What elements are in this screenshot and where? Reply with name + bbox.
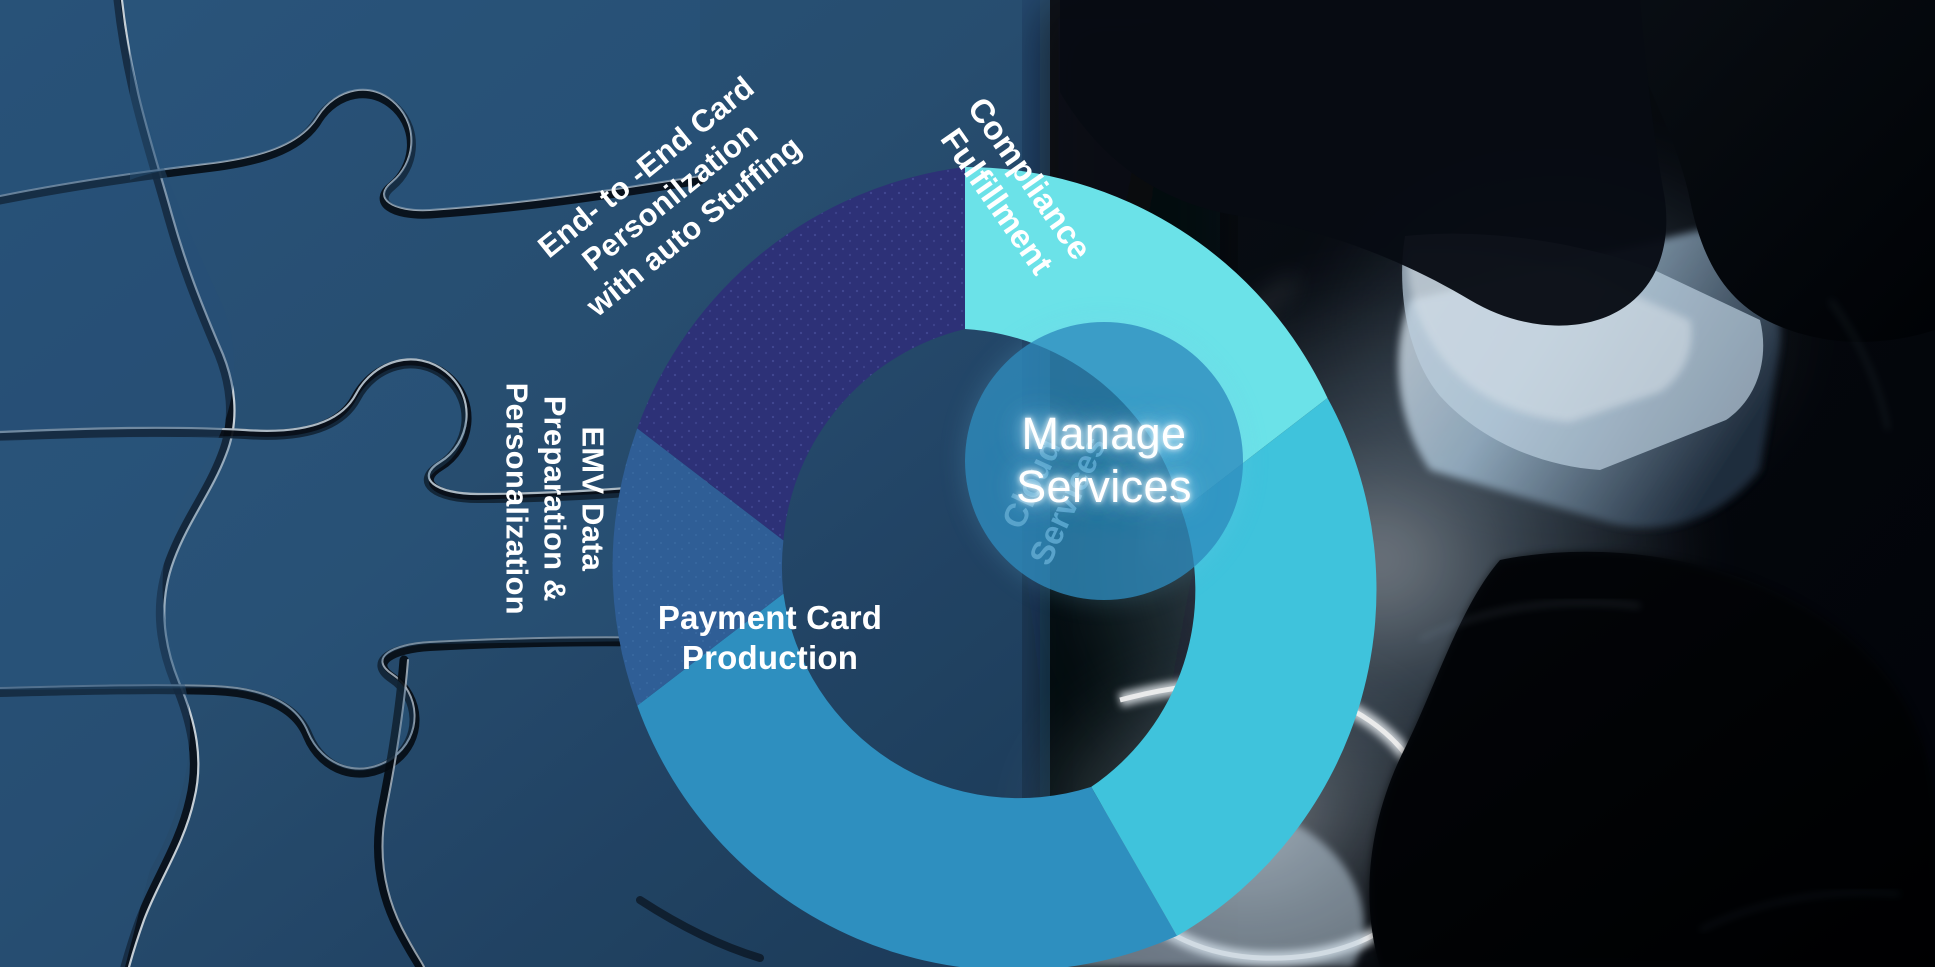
manage-services-donut-diagram: End- to -End Card Personilzation with au…	[420, 22, 1510, 967]
center-hub-line2: Services	[1016, 461, 1192, 512]
segment-emv-data-preparation[interactable]	[612, 428, 784, 706]
segment-cloud-services[interactable]	[1091, 398, 1377, 936]
segment-payment-card-production[interactable]	[637, 593, 1177, 967]
center-hub-text: Manage Services	[1016, 408, 1192, 513]
center-hub-line1: Manage	[1021, 408, 1187, 460]
center-hub[interactable]: Manage Services	[965, 322, 1243, 600]
segment-end-to-end-card-personalization[interactable]	[637, 167, 965, 541]
